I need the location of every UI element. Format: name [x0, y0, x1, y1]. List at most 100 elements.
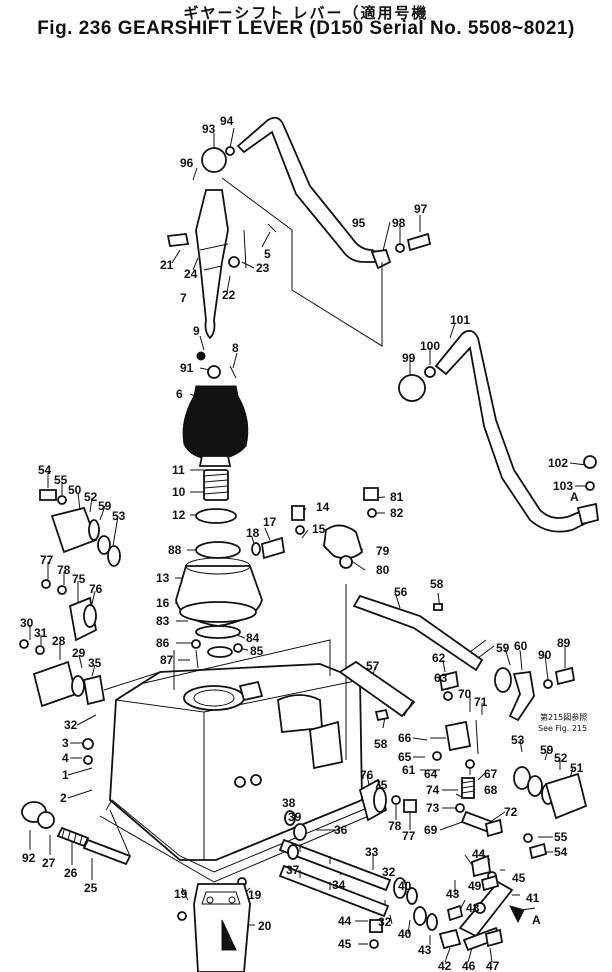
part-label: 73 — [426, 801, 440, 815]
gasket-80 — [339, 555, 353, 569]
cover-79 — [323, 524, 364, 560]
part-label: 40 — [398, 927, 412, 941]
washer-90 — [543, 679, 553, 689]
part-label: A — [570, 490, 579, 504]
bolt-3 — [82, 738, 94, 750]
seal-39 — [293, 823, 307, 841]
key-58b — [374, 708, 390, 722]
part-label: 98 — [392, 216, 406, 230]
part-label: 8 — [232, 341, 239, 355]
part-label: 32 — [382, 865, 396, 879]
part-label: 99 — [402, 351, 416, 365]
part-label: 57 — [366, 659, 380, 673]
bolt-14 — [291, 505, 305, 521]
reference-note-en: See Fig. 215 — [538, 724, 587, 733]
upper-shift-rod — [236, 116, 382, 263]
shift-shafts — [278, 594, 588, 952]
part-label: 6 — [176, 387, 183, 401]
washer-91 — [207, 365, 221, 379]
washer-98 — [395, 243, 405, 253]
gasket-76b — [373, 787, 387, 813]
pin-47 — [484, 928, 504, 948]
part-label: 52 — [554, 751, 568, 765]
part-label: 70 — [458, 687, 472, 701]
part-label: 96 — [180, 156, 194, 170]
o-ring-27 — [37, 811, 55, 829]
part-label: 14 — [316, 500, 330, 514]
seal-59 — [97, 535, 111, 555]
part-label: 1 — [62, 768, 69, 782]
cover-28 — [32, 660, 78, 708]
collar-32c — [413, 906, 427, 926]
shift-knob — [201, 147, 227, 173]
part-label: 49 — [468, 879, 482, 893]
shift-lever — [195, 189, 229, 340]
part-label: 58 — [430, 577, 444, 591]
part-label: 37 — [286, 863, 300, 877]
part-label: 20 — [258, 919, 272, 933]
part-label: 55 — [54, 473, 68, 487]
washer-82 — [367, 508, 377, 518]
ring-88 — [195, 541, 241, 559]
part-label: 59 — [496, 641, 510, 655]
part-label: 77 — [402, 829, 416, 843]
part-label: 69 — [424, 823, 438, 837]
bolt-102 — [583, 455, 597, 469]
part-label: 53 — [511, 733, 525, 747]
bolt-62 — [438, 670, 460, 692]
part-label: 29 — [72, 646, 86, 660]
washer-63 — [443, 691, 453, 701]
part-label: 55 — [554, 830, 568, 844]
part-label: 79 — [376, 544, 390, 558]
part-label: 43 — [418, 943, 432, 957]
part-label: 82 — [390, 506, 404, 520]
part-label: 12 — [172, 508, 186, 522]
part-label: 13 — [156, 571, 170, 585]
part-label: 4 — [62, 751, 69, 765]
part-label: 10 — [172, 485, 186, 499]
part-label: 72 — [504, 805, 518, 819]
shaft-25 — [82, 838, 132, 866]
pin-23 — [243, 229, 247, 269]
shift-lever-assembly — [166, 116, 432, 669]
bolt-81 — [363, 487, 379, 501]
collar-11 — [198, 455, 232, 467]
collar-32b — [393, 877, 407, 899]
part-label: 94 — [220, 114, 234, 128]
washer-73 — [455, 803, 465, 813]
part-label: 31 — [34, 626, 48, 640]
bolt-86 — [191, 639, 201, 649]
part-label: 41 — [526, 891, 540, 905]
part-label: 67 — [484, 767, 498, 781]
part-label: 83 — [156, 614, 170, 628]
gasket-16 — [179, 601, 257, 623]
part-label: 75 — [72, 572, 86, 586]
bolt-21 — [166, 233, 190, 247]
bolt-54b — [528, 842, 548, 860]
transmission-case — [99, 584, 379, 883]
bolt-85 — [233, 643, 243, 653]
bolt-77b — [403, 799, 417, 813]
spacer-43a — [446, 904, 464, 922]
part-label: 80 — [376, 563, 390, 577]
gasket-76 — [83, 604, 97, 628]
part-label: 25 — [84, 881, 98, 895]
part-label: 56 — [394, 585, 408, 599]
ring-53 — [107, 545, 121, 567]
rubber-boot — [182, 385, 249, 461]
part-label: 3 — [62, 736, 69, 750]
part-label: 85 — [250, 644, 264, 658]
leader-lines — [29, 127, 588, 963]
part-label: 51 — [570, 761, 584, 775]
washer-4 — [83, 755, 93, 765]
part-label: 28 — [52, 634, 66, 648]
side-flange — [309, 720, 343, 770]
part-label: 62 — [432, 651, 446, 665]
part-label: 18 — [246, 526, 260, 540]
lever-61 — [444, 720, 472, 752]
spring-26 — [56, 826, 90, 848]
part-label: 24 — [184, 267, 198, 281]
part-label: 45 — [512, 871, 526, 885]
